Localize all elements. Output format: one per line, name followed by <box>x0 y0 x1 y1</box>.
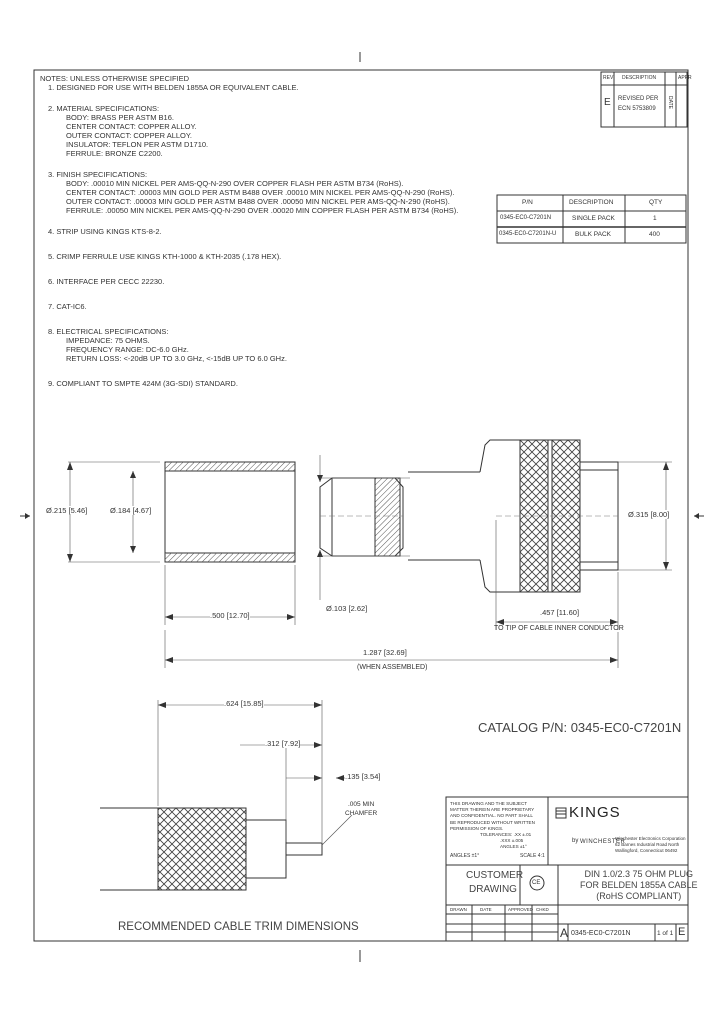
disclaimer-line-7: .XXX ±.005 <box>500 838 524 844</box>
tb-sheet: 1 of 1 <box>657 930 674 937</box>
note-8c: RETURN LOSS: <-20dB UP TO 3.0 GHz, <-15d… <box>66 354 287 363</box>
drawing-title: DIN 1.0/2.3 75 OHM PLUG FOR BELDEN 1855A… <box>580 869 698 902</box>
rev-letter: E <box>604 97 611 108</box>
ferrule-drawing <box>67 461 296 625</box>
disclaimer-line-4: BE REPRODUCED WITHOUT WRITTEN <box>450 819 535 825</box>
note-1: 1. DESIGNED FOR USE WITH BELDEN 1855A OR… <box>48 83 299 92</box>
note-9: 9. COMPLIANT TO SMPTE 424M (3G-SDI) STAN… <box>48 379 238 388</box>
dim-od-left: Ø.215 [5.46] <box>46 506 88 515</box>
customer-label-1: CUSTOMER <box>466 870 524 881</box>
note-2a: BODY: BRASS PER ASTM B16. <box>66 113 174 122</box>
notes-header: NOTES: UNLESS OTHERWISE SPECIFIED <box>40 74 190 83</box>
note-3d: FERRULE: .00050 MIN NICKEL PER AMS-QQ-N-… <box>66 206 459 215</box>
catalog-pn: CATALOG P/N: 0345-EC0-C7201N <box>478 720 682 735</box>
parts-table-lines <box>496 194 687 244</box>
tb-date: DATE <box>480 907 492 912</box>
rev-header-description: DESCRIPTION <box>622 75 657 81</box>
note-3c: OUTER CONTACT: .00003 MIN GOLD PER ASTM … <box>66 197 450 206</box>
title-disclaimer: THIS DRAWING AND THE SUBJECT MATTER THER… <box>450 801 535 851</box>
dim-500: .500 [12.70] <box>210 611 250 620</box>
title-block-lines <box>445 796 689 942</box>
dim-1287: 1.287 [32.69] <box>363 648 407 657</box>
dim-tip-label: TO TIP OF CABLE INNER CONDUCTOR <box>494 625 624 632</box>
disclaimer-line-3: AND CONFIDENTIAL. NO PART SHALL <box>450 813 533 819</box>
parts-row-1-desc: SINGLE PACK <box>572 215 615 222</box>
parts-header-description: DESCRIPTION <box>569 199 614 206</box>
logo-by: by <box>572 838 579 844</box>
note-8a: IMPEDANCE: 75 OHMS. <box>66 336 150 345</box>
title-scale: SCALE 4:1 <box>520 853 545 859</box>
note-4: 4. STRIP USING KINGS KTS-8-2. <box>48 227 162 236</box>
parts-header-pn: P/N <box>522 199 533 206</box>
company-address: Winchester Electronics Corporation 62 Ba… <box>615 836 686 854</box>
note-2: 2. MATERIAL SPECIFICATIONS: <box>48 104 160 113</box>
rev-appr: DATE <box>667 96 673 109</box>
parts-row-1-qty: 1 <box>653 215 657 222</box>
dim-trim-312: .312 [7.92] <box>265 739 301 748</box>
plug-body-drawing <box>164 439 672 668</box>
notes-block: NOTES: UNLESS OTHERWISE SPECIFIED 1. DES… <box>40 74 458 388</box>
parts-row-2-pn: 0345-EC0-C7201N-U <box>499 231 557 237</box>
disclaimer-line-1: THIS DRAWING AND THE SUBJECT <box>450 801 528 806</box>
note-8b: FREQUENCY RANGE: DC-6.0 GHz. <box>66 345 189 354</box>
disclaimer-line-6: TOLERANCES: .XX ±.01 <box>480 832 532 838</box>
rev-description-1: REVISED PER <box>618 96 659 102</box>
disclaimer-line-5: PERMISSION OF KINGS. <box>450 825 504 831</box>
trim-title: RECOMMENDED CABLE TRIM DIMENSIONS <box>118 921 359 933</box>
drawing-title-line-1: DIN 1.0/2.3 75 OHM PLUG <box>584 869 694 879</box>
tb-checked: CHKD <box>536 907 549 912</box>
customer-label-2: DRAWING <box>469 884 517 895</box>
parts-row-1-pn: 0345-EC0-C7201N <box>500 215 552 221</box>
drawing-title-line-2: FOR BELDEN 1855A CABLE <box>580 880 698 890</box>
kings-logo: KINGS <box>569 804 621 821</box>
note-3b: CENTER CONTACT: .00003 MIN GOLD PER ASTM… <box>66 188 455 197</box>
company-line-3: Wallingford, Connecticut 06492 <box>615 848 678 853</box>
rev-header-rev: REV <box>603 75 614 81</box>
note-3a: BODY: .00010 MIN NICKEL PER AMS-QQ-N-290… <box>66 179 404 188</box>
dim-trim-624: .624 [15.85] <box>224 699 264 708</box>
dim-103: Ø.103 [2.62] <box>326 604 368 613</box>
tb-dwg-no: 0345-EC0-C7201N <box>571 930 631 937</box>
disclaimer-line-2: MATTER THEREIN ARE PROPRIETARY <box>450 807 535 813</box>
dim-457: .457 [11.60] <box>540 608 580 617</box>
cable-trim-drawing <box>100 700 353 891</box>
dim-chamfer-1: .005 MIN <box>348 801 375 808</box>
ce-mark: CE <box>532 880 541 886</box>
tb-rev: E <box>678 926 686 938</box>
rev-header-appr: APPR <box>678 75 692 81</box>
drawing-title-line-3: (RoHS COMPLIANT) <box>596 891 682 901</box>
parts-header-qty: QTY <box>649 199 663 206</box>
tb-drawn: DRAWN <box>450 907 467 912</box>
note-2b: CENTER CONTACT: COPPER ALLOY. <box>66 122 197 131</box>
disclaimer-line-8: ANGLES ±1° <box>500 844 527 850</box>
dim-chamfer-2: CHAMFER <box>345 810 378 817</box>
note-6: 6. INTERFACE PER CECC 22230. <box>48 277 165 286</box>
logo-winchester: WINCHESTER <box>580 839 626 845</box>
dim-assembled: (WHEN ASSEMBLED) <box>357 664 428 671</box>
parts-row-2-qty: 400 <box>649 231 660 238</box>
title-angles: ANGLES ±1° <box>450 853 480 859</box>
revision-table-lines <box>600 71 688 128</box>
dim-trim-135: .135 [3.54] <box>345 772 381 781</box>
note-2e: FERRULE: BRONZE C2200. <box>66 149 163 158</box>
company-line-1: Winchester Electronics Corporation <box>615 836 686 841</box>
note-2c: OUTER CONTACT: COPPER ALLOY. <box>66 131 193 140</box>
parts-row-2-desc: BULK PACK <box>575 231 612 238</box>
note-3: 3. FINISH SPECIFICATIONS: <box>48 170 148 179</box>
note-2d: INSULATOR: TEFLON PER ASTM D1710. <box>66 140 209 149</box>
note-7: 7. CAT-IC6. <box>48 302 87 311</box>
dim-id-left: Ø.184 [4.67] <box>110 506 152 515</box>
center-contact-drawing <box>317 455 410 600</box>
company-line-2: 62 Barnes Industrial Road North <box>615 842 680 847</box>
tb-size: A <box>560 926 569 940</box>
note-5: 5. CRIMP FERRULE USE KINGS KTH-1000 & KT… <box>48 252 282 261</box>
rev-description-2: ECN 5753809 <box>618 106 656 112</box>
tb-approved: APPROVED <box>508 907 534 912</box>
note-8: 8. ELECTRICAL SPECIFICATIONS: <box>48 327 169 336</box>
dim-315: Ø.315 [8.00] <box>628 510 670 519</box>
